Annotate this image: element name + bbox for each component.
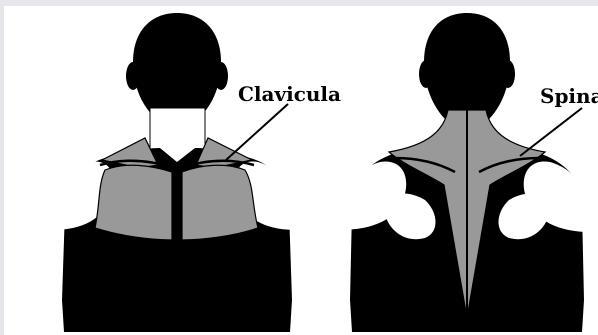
front-leader-line xyxy=(226,104,288,160)
front-ear-left xyxy=(126,62,140,90)
back-leader-line xyxy=(520,108,582,156)
muscle-diagram: Clavicula Spina xyxy=(4,6,598,335)
front-pectoral-left xyxy=(95,165,172,240)
front-ear-right xyxy=(214,62,228,90)
clavicula-label: Clavicula xyxy=(238,82,341,106)
front-view: Clavicula xyxy=(51,13,341,332)
back-ear-right xyxy=(501,60,515,88)
spina-label: Spina xyxy=(540,84,598,108)
back-ear-left xyxy=(419,60,433,88)
front-pectoral-right xyxy=(182,165,258,240)
back-view: Spina xyxy=(339,13,598,332)
